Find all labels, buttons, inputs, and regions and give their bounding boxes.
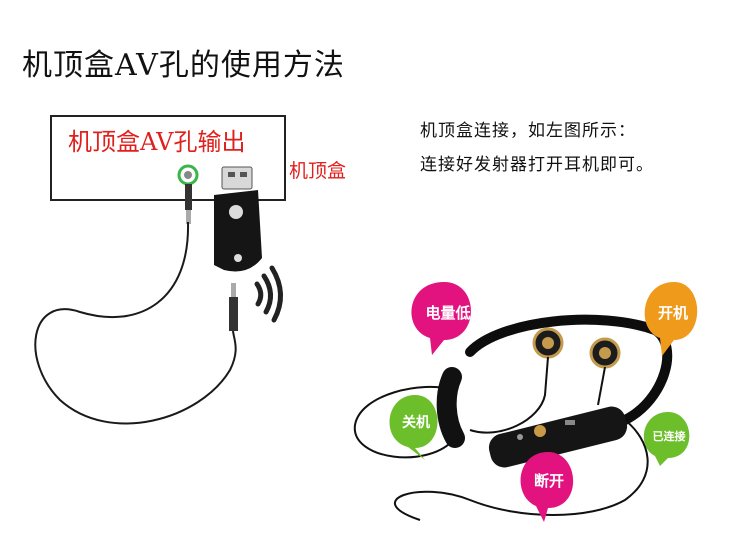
- bubble-disconnected: [520, 452, 574, 522]
- bluetooth-transmitter-icon: [214, 166, 262, 272]
- bubble-low-battery: [411, 282, 471, 355]
- av-jack-icon: [177, 164, 199, 224]
- set-top-box-label: 机顶盒: [289, 160, 347, 182]
- neckband-earphone-icon: [353, 314, 673, 521]
- instruction-line-1: 机顶盒连接，如左图所示：: [420, 121, 636, 141]
- page-title: 机顶盒AV孔的使用方法: [22, 48, 345, 83]
- bubble-power-off-label: 关机: [402, 415, 430, 431]
- bubble-power-on: [644, 282, 698, 356]
- bubble-low-battery-label: 电量低: [425, 304, 471, 322]
- bubble-power-on-label: 开机: [657, 304, 688, 322]
- instruction-line-2: 连接好发射器打开耳机即可。: [420, 155, 654, 175]
- av-output-label: 机顶盒AV孔输出: [68, 128, 246, 156]
- bubble-power-off: [389, 395, 438, 460]
- set-top-box-outline: [50, 115, 286, 201]
- bubble-disconnected-label: 断开: [533, 472, 564, 490]
- wireless-signal-icon: [254, 265, 283, 323]
- audio-cable: [34, 221, 237, 425]
- bubble-connected: [643, 412, 690, 466]
- transmitter-jack-icon: [229, 283, 238, 331]
- bubble-connected-label: 已连接: [652, 430, 686, 443]
